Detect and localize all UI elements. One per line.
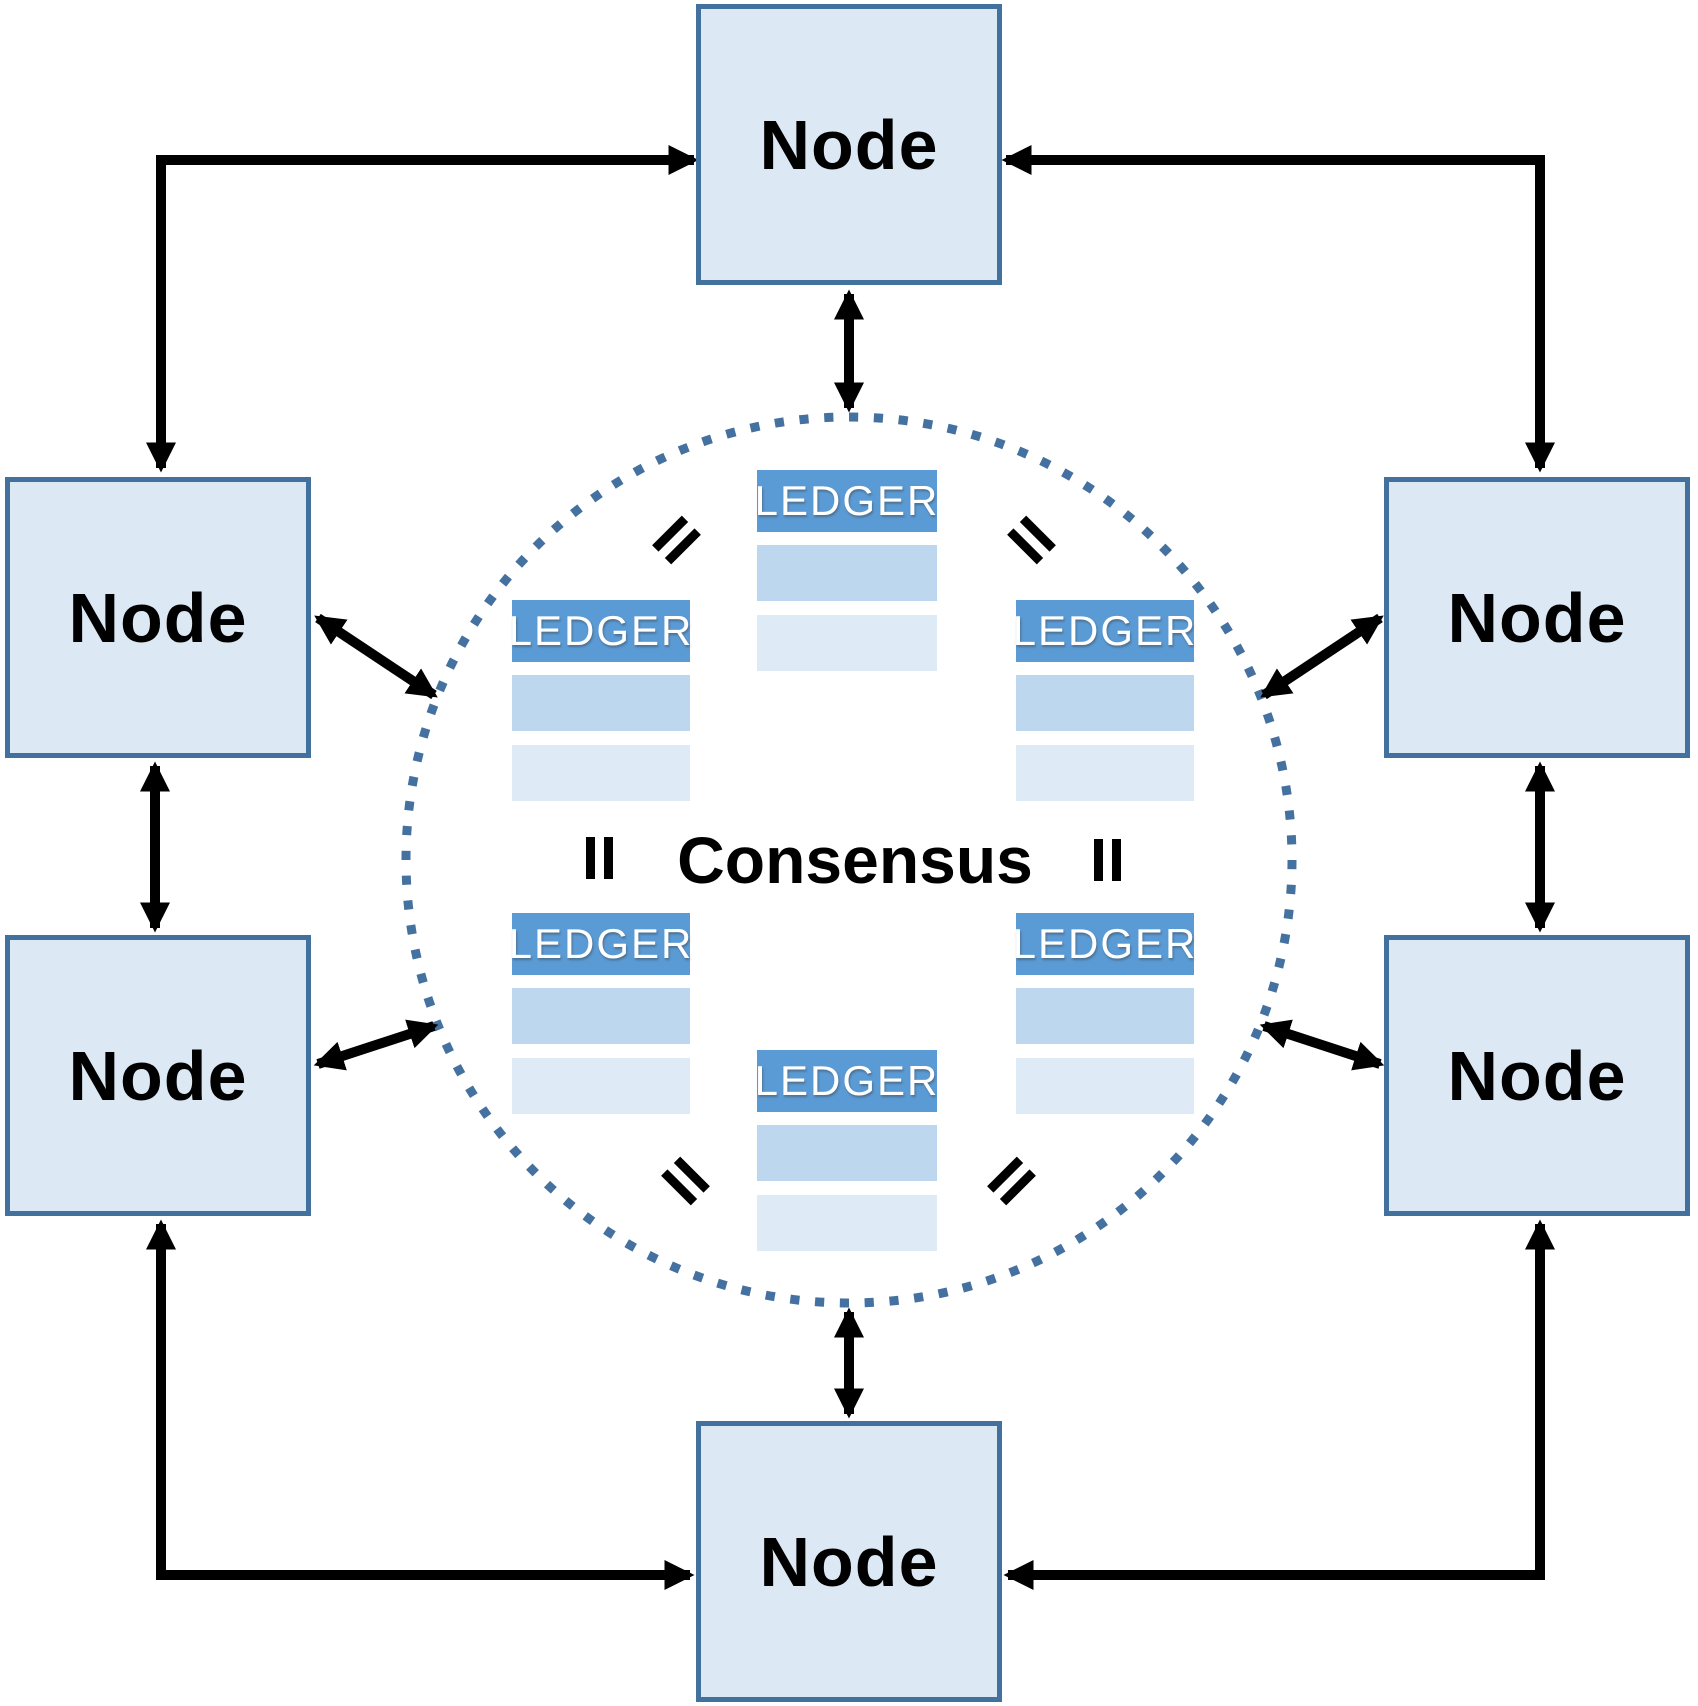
ledger-header: LEDGER	[754, 1050, 940, 1112]
node-label: Node	[68, 578, 248, 657]
node-label: Node	[68, 1036, 248, 1115]
arrow-corner-top-right	[1001, 145, 1555, 473]
node-box-upper-right: Node	[1384, 477, 1690, 758]
ledger-row	[757, 545, 937, 601]
ledger-title: LEDGER	[1012, 920, 1198, 967]
ledger-row	[512, 988, 690, 1044]
ledger-bottom-center: LEDGER	[754, 1050, 940, 1265]
arrow-corner-top-left	[146, 145, 699, 473]
arrow-upper-right-node-to-circle	[1260, 613, 1384, 700]
ledger-upper-left: LEDGER	[509, 600, 691, 815]
ledger-title: LEDGER	[1012, 607, 1198, 654]
ledger-row	[757, 1195, 937, 1251]
arrow-lower-right-node-to-circle	[1259, 1019, 1385, 1071]
node-label: Node	[1447, 1036, 1627, 1115]
node-box-lower-right: Node	[1384, 935, 1690, 1216]
ledger-row	[1016, 1058, 1194, 1114]
equals-icon-mid-left	[586, 837, 613, 879]
ledger-header: LEDGER	[1013, 913, 1195, 975]
node-box-top: Node	[696, 4, 1002, 285]
node-label: Node	[759, 1522, 939, 1601]
ledger-lower-left: LEDGER	[509, 913, 691, 1128]
arrow-lower-left-node-to-circle	[313, 1019, 439, 1071]
ledger-row	[757, 615, 937, 671]
ledger-row	[1016, 675, 1194, 731]
ledger-header: LEDGER	[754, 470, 940, 532]
ledger-title: LEDGER	[508, 607, 694, 654]
ledger-row	[1016, 745, 1194, 801]
node-label: Node	[1447, 578, 1627, 657]
consensus-label: Consensus	[677, 823, 1033, 897]
arrow-corner-bottom-left	[146, 1219, 695, 1590]
ledger-row	[512, 1058, 690, 1114]
ledger-title: LEDGER	[754, 477, 940, 524]
equals-icon-mid-right	[1094, 839, 1121, 881]
ledger-header: LEDGER	[1013, 600, 1195, 662]
node-label: Node	[759, 105, 939, 184]
ledger-header: LEDGER	[509, 913, 691, 975]
node-box-lower-left: Node	[5, 935, 311, 1216]
ledger-lower-right: LEDGER	[1013, 913, 1195, 1128]
consensus-dotted-circle	[401, 412, 1297, 1308]
ledger-row	[512, 675, 690, 731]
ledger-title: LEDGER	[508, 920, 694, 967]
arrow-corner-bottom-right	[1003, 1219, 1555, 1590]
ledger-upper-right: LEDGER	[1013, 600, 1195, 815]
arrow-upper-left-node-to-circle	[314, 613, 438, 700]
ledger-top-center: LEDGER	[754, 470, 940, 685]
ledger-row	[757, 1125, 937, 1181]
ledger-row	[1016, 988, 1194, 1044]
node-box-bottom: Node	[696, 1421, 1002, 1702]
ledger-header: LEDGER	[509, 600, 691, 662]
ledger-row	[512, 745, 690, 801]
node-box-upper-left: Node	[5, 477, 311, 758]
ledger-title: LEDGER	[754, 1057, 940, 1104]
